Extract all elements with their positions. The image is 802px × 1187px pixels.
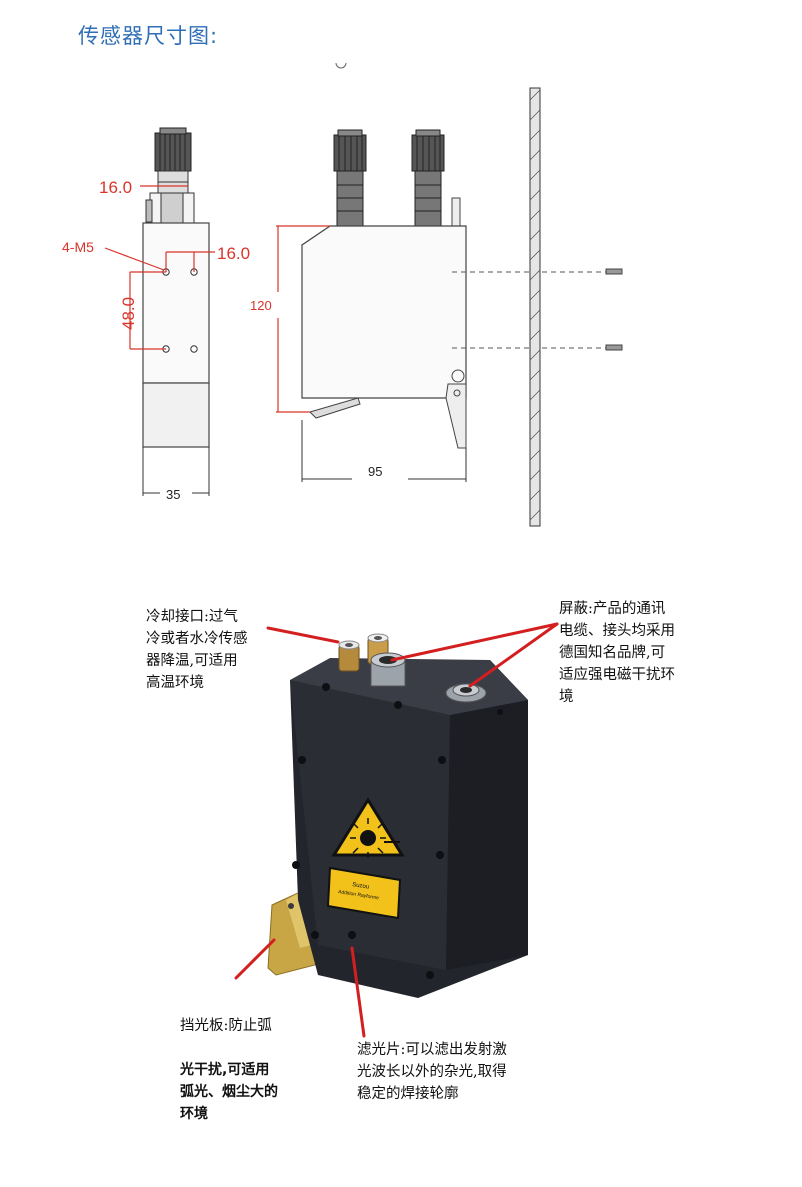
- dimension-drawing: 16.0 16.0 4-M5 48.0 35: [62, 62, 623, 527]
- callout-cooling: 冷却接口:过气 冷或者水冷传感 器降温,可适用 高温环境: [146, 609, 248, 691]
- callout-baffle-first: 挡光板:防止弧: [180, 1018, 272, 1034]
- callout-baffle-rest: 光干扰,可适用 弧光、烟尘大的 环境: [180, 1062, 278, 1122]
- width-label: 95: [368, 464, 382, 479]
- front-view: 16.0 16.0 4-M5 48.0 35: [62, 127, 250, 502]
- callout-baffle: 挡光板:防止弧 光干扰,可适用 弧光、烟尘大的 环境: [180, 993, 330, 1147]
- page-title: 传感器尺寸图:: [78, 24, 219, 48]
- callout-filter: 滤光片:可以滤出发射激 光波长以外的杂光,取得 稳定的焊接轮廓: [357, 1042, 507, 1102]
- hole-spacing-h-label: 16.0: [217, 244, 250, 263]
- hole-spacing-v-label: 48.0: [119, 297, 138, 330]
- top-width-label: 16.0: [99, 178, 132, 197]
- laser-label-line2: Addition Rayforme: [338, 889, 380, 901]
- callout-shield: 屏蔽:产品的通讯 电缆、接头均采用 德国知名品牌,可 适应强电磁干扰环 境: [559, 601, 675, 705]
- side-view: 120 95: [250, 87, 623, 527]
- body-width-label: 35: [166, 487, 180, 502]
- laser-label-line1: Suzou: [352, 882, 370, 891]
- holes-label: 4-M5: [62, 239, 94, 255]
- height-label: 120: [250, 298, 272, 313]
